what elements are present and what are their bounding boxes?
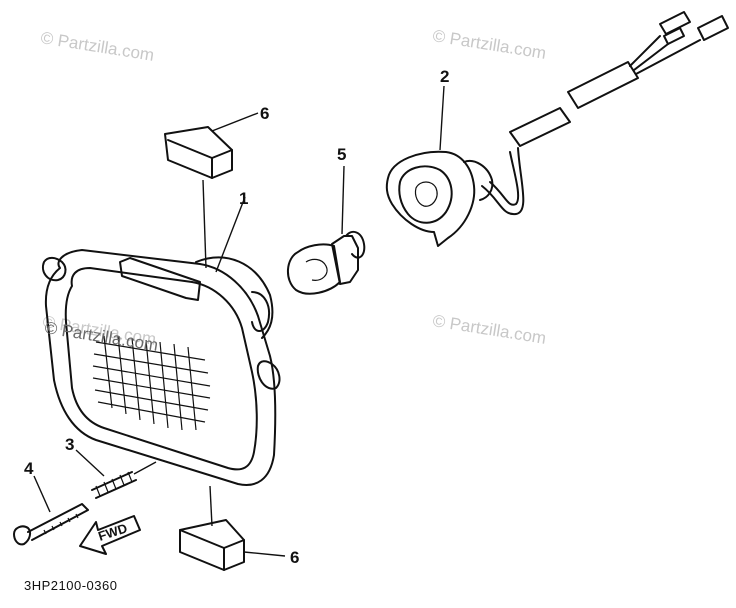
callout-6-top: 6 xyxy=(260,104,269,123)
watermark: © Partzilla.com xyxy=(431,311,547,348)
rubber-block-top xyxy=(164,126,233,179)
callout-1: 1 xyxy=(239,189,248,208)
leader-line xyxy=(215,196,246,273)
leader-line xyxy=(439,85,445,151)
callout-2: 2 xyxy=(440,67,449,86)
leader-line xyxy=(33,475,51,513)
callout-3: 3 xyxy=(65,435,74,454)
watermark: © Partzilla.com xyxy=(431,26,547,63)
watermark: © Partzilla.com xyxy=(39,28,155,65)
fwd-label: FWD xyxy=(96,520,129,543)
callout-4: 4 xyxy=(24,459,34,478)
diagram-code: 3HP2100-0360 xyxy=(24,578,117,593)
socket-harness xyxy=(385,11,729,247)
headlight-bulb xyxy=(287,230,366,295)
callout-6-bottom: 6 xyxy=(290,548,299,567)
leader-line xyxy=(133,461,157,475)
screw xyxy=(13,503,89,546)
headlight-assembly xyxy=(42,249,281,486)
fwd-arrow: FWD xyxy=(79,515,141,555)
leader-line xyxy=(243,551,286,557)
rubber-block-bottom xyxy=(179,519,245,571)
spring xyxy=(91,471,137,499)
leader-line xyxy=(341,165,345,235)
leader-line xyxy=(211,112,259,132)
callout-5: 5 xyxy=(337,145,346,164)
leader-line xyxy=(75,449,105,477)
leader-line xyxy=(202,179,207,269)
leader-line xyxy=(209,485,213,527)
